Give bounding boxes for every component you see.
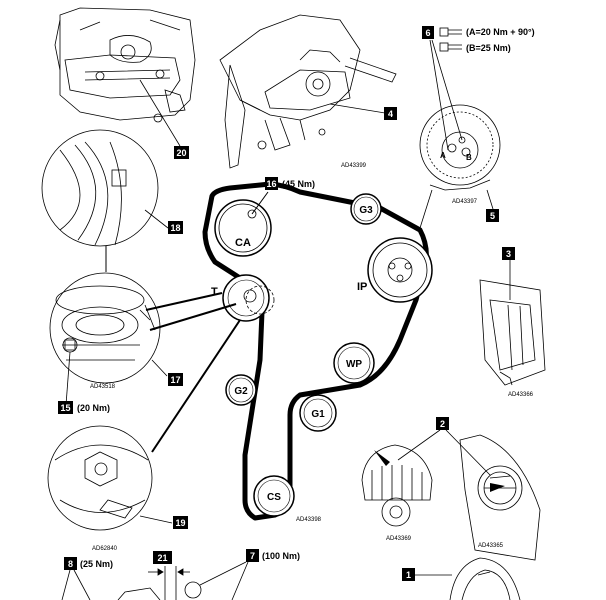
detail-17-drawing (49, 272, 161, 384)
torque-6a: (A=20 Nm + 90°) (466, 27, 535, 37)
pin-icon (490, 483, 505, 492)
idler-g3: G3 (350, 193, 382, 225)
camshaft-pulley: CA (214, 199, 272, 257)
torque-6b: (B=25 Nm) (466, 43, 511, 53)
label-t: T (211, 286, 218, 298)
detail-2a-drawing (361, 444, 433, 527)
torque-16: (45 Nm) (282, 179, 315, 189)
detail-18-drawing (41, 129, 159, 247)
ref-ad43369: AD43369 (386, 536, 412, 542)
bolt-icon-a (439, 27, 462, 37)
idler-g2: G2 (225, 374, 257, 406)
dimension-marker (148, 566, 190, 600)
detail-2b-drawing (459, 434, 541, 561)
callout-5-box (486, 209, 499, 222)
callout-7: 7 (250, 551, 255, 561)
callout-1-box (402, 568, 415, 581)
callout-15-box (58, 401, 73, 414)
callout-4: 4 (388, 109, 393, 119)
injection-pump-pulley (367, 237, 433, 303)
torque-15: (20 Nm) (77, 403, 110, 413)
callout-6-box (422, 26, 434, 39)
ref-ad43365: AD43365 (478, 543, 504, 549)
callout-17: 17 (170, 375, 180, 385)
label-cs: CS (267, 492, 281, 503)
callout-20: 20 (176, 148, 186, 158)
callout-1: 1 (406, 570, 411, 580)
callout-19-box (173, 516, 188, 529)
label-wp: WP (346, 359, 362, 370)
detail-1-drawing (449, 557, 521, 600)
water-pump-pulley: WP (333, 342, 375, 384)
callout-20-box (174, 146, 189, 159)
callout-18: 18 (170, 223, 180, 233)
detail-3-drawing (479, 260, 546, 386)
callout-16: 16 (266, 179, 276, 189)
letter-a: A (440, 151, 446, 160)
detail-5-drawing (419, 104, 501, 191)
callout-5: 5 (490, 211, 495, 221)
letter-b: B (466, 153, 472, 162)
detail-7-drawing (117, 581, 202, 600)
callout-16-box (265, 177, 278, 190)
label-g2: G2 (234, 386, 248, 397)
callout-19: 19 (175, 518, 185, 528)
torque-7: (100 Nm) (262, 551, 300, 561)
tensioner-pulley (222, 274, 275, 322)
callout-8-box (64, 557, 77, 570)
callout-4-box (384, 107, 397, 120)
idler-g1: G1 (299, 394, 337, 432)
ref-ad43399: AD43399 (341, 163, 367, 169)
ref-ad62840: AD62840 (92, 546, 118, 552)
callout-18-box (168, 221, 183, 234)
label-ip: IP (357, 281, 367, 293)
callout-8: 8 (68, 559, 73, 569)
crankshaft-pulley: CS (253, 475, 295, 517)
callout-15: 15 (60, 403, 70, 413)
detail-4-drawing (219, 14, 397, 169)
callout-21-box (153, 551, 172, 564)
callout-7-box (246, 549, 259, 562)
callout-3: 3 (506, 249, 511, 259)
callout-6: 6 (425, 28, 430, 38)
label-ca: CA (235, 237, 251, 249)
bolt-icon-b (439, 42, 462, 52)
callout-21: 21 (157, 553, 167, 563)
torque-8: (25 Nm) (80, 559, 113, 569)
callout-2: 2 (440, 419, 445, 429)
ref-ad43518: AD43518 (90, 384, 116, 390)
ref-ad43366: AD43366 (508, 392, 534, 398)
ref-ad43397: AD43397 (452, 199, 478, 205)
callout-3-box (502, 247, 515, 260)
label-g3: G3 (359, 205, 373, 216)
arrow-icon (374, 450, 390, 466)
ref-ad43398: AD43398 (296, 517, 322, 523)
callout-2-box (436, 417, 449, 430)
label-g1: G1 (311, 409, 325, 420)
callout-17-box (168, 373, 183, 386)
detail-20-drawing (54, 7, 196, 123)
detail-19-drawing (47, 425, 153, 531)
